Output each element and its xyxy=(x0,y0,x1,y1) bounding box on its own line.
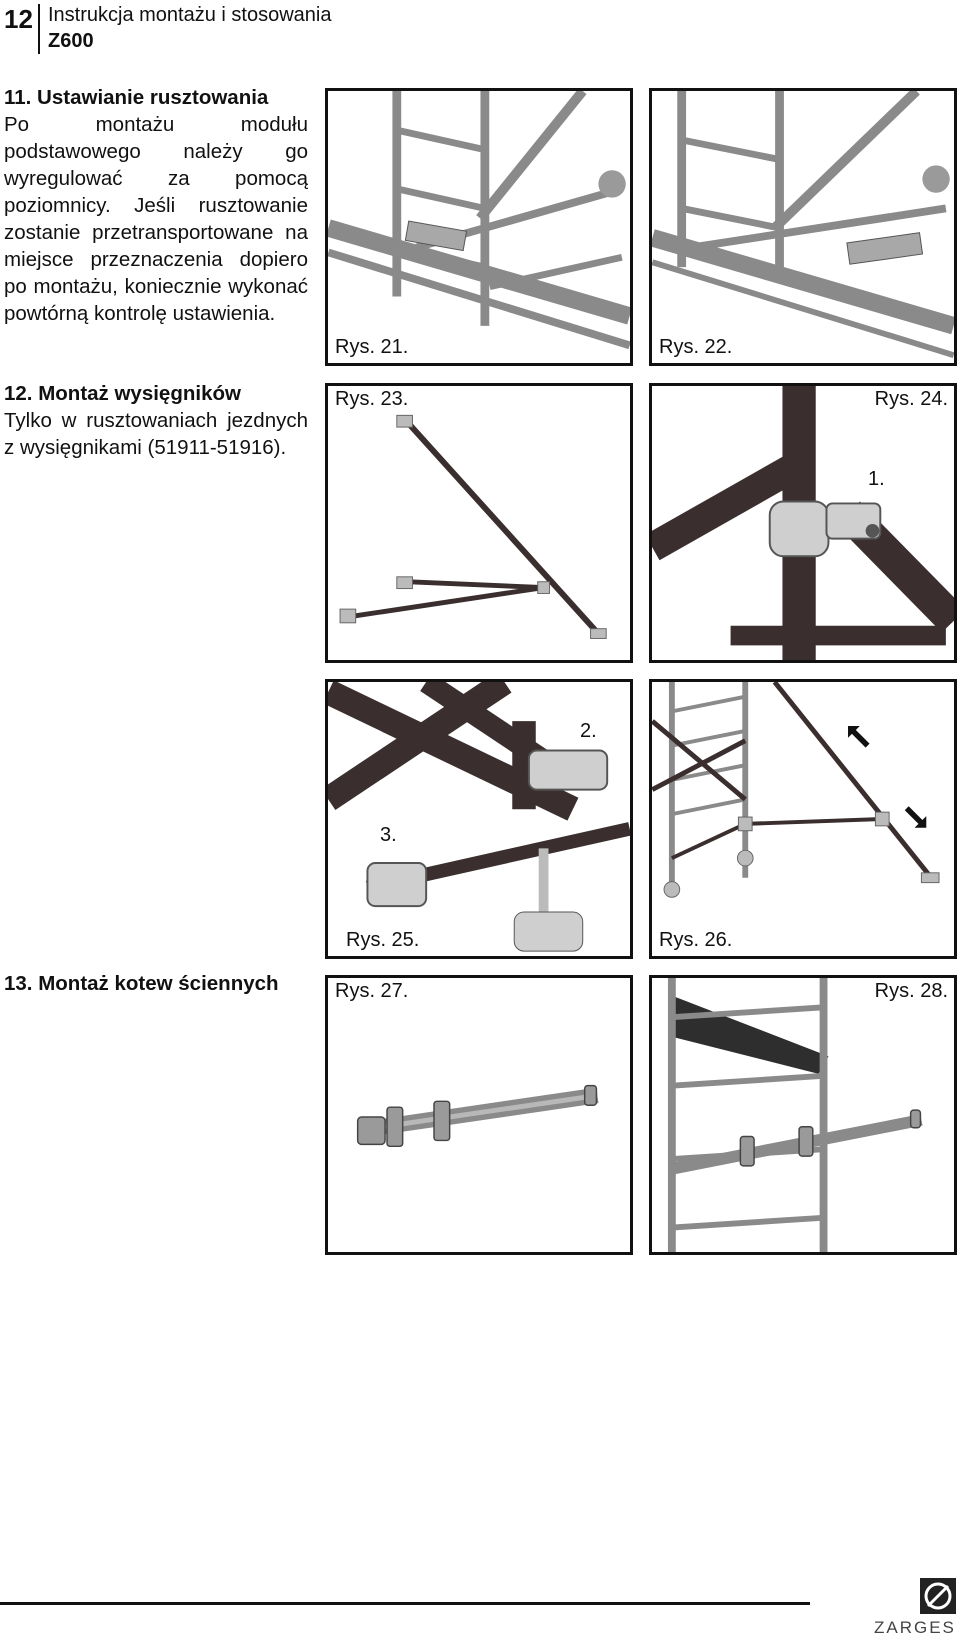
brand-logo xyxy=(920,1578,956,1614)
figure-caption: Rys. 23. xyxy=(333,388,411,411)
figure-caption: Rys. 27. xyxy=(333,980,411,1003)
wall-anchor-illustration xyxy=(356,1084,599,1148)
figure-28: Rys. 28. xyxy=(649,975,957,1255)
page-number: 12 xyxy=(4,4,33,34)
figure-22: Rys. 22. xyxy=(649,88,957,366)
figure-21: Rys. 21. xyxy=(325,88,633,366)
section-12: 12. Montaż wysięgników Tylko w rusztowan… xyxy=(4,380,308,461)
figure-26: Rys. 26. xyxy=(649,679,957,959)
figure-23: Rys. 23. xyxy=(325,383,633,663)
figure-caption: Rys. 24. xyxy=(872,388,950,411)
callout-label: 1. xyxy=(866,468,887,491)
figure-caption: Rys. 25. xyxy=(344,929,422,952)
section-title: 11. Ustawianie rusztowania xyxy=(4,86,269,109)
outrigger-illustration xyxy=(339,414,607,639)
coupler-detail-illustration xyxy=(652,386,954,660)
page-header: 12 Instrukcja montażu i stosowania Z600 xyxy=(0,0,500,56)
brand-name: ZARGES xyxy=(874,1618,956,1637)
arrow-down-right-icon xyxy=(904,806,927,828)
section-title: 13. Montaż kotew ściennych xyxy=(4,972,279,995)
section-body: Tylko w rusztowaniach jezdnych z wysięgn… xyxy=(4,409,308,459)
section-body: Po montażu modułu podstawowego należy go… xyxy=(4,113,308,325)
callout-label: 2. xyxy=(578,720,599,743)
figure-caption: Rys. 28. xyxy=(872,980,950,1003)
figure-caption: Rys. 26. xyxy=(657,929,735,952)
outrigger-mounted-illustration xyxy=(652,682,940,898)
footer-divider xyxy=(0,1602,810,1605)
wall-anchor-mounted-illustration xyxy=(667,978,923,1252)
model-name: Z600 xyxy=(48,30,94,52)
section-11: 11. Ustawianie rusztowania Po montażu mo… xyxy=(4,84,308,327)
figure-caption: Rys. 21. xyxy=(333,336,411,359)
arrow-up-left-icon xyxy=(848,726,870,748)
figure-caption: Rys. 22. xyxy=(657,336,735,359)
scaffold-base-illustration xyxy=(652,91,954,358)
figure-27: Rys. 27. xyxy=(325,975,633,1255)
figure-25: 2. 3. Rys. 25. xyxy=(325,679,633,959)
section-title: 12. Montaż wysięgników xyxy=(4,382,241,405)
zarges-logo-icon xyxy=(924,1582,952,1610)
section-13: 13. Montaż kotew ściennych xyxy=(4,970,308,997)
header-divider xyxy=(38,4,40,54)
scaffold-base-illustration xyxy=(328,91,630,350)
outrigger-clamp-illustration xyxy=(328,682,630,952)
document-title: Instrukcja montażu i stosowania xyxy=(48,4,332,26)
figure-24: Rys. 24. 1. xyxy=(649,383,957,663)
callout-label: 3. xyxy=(378,824,399,847)
